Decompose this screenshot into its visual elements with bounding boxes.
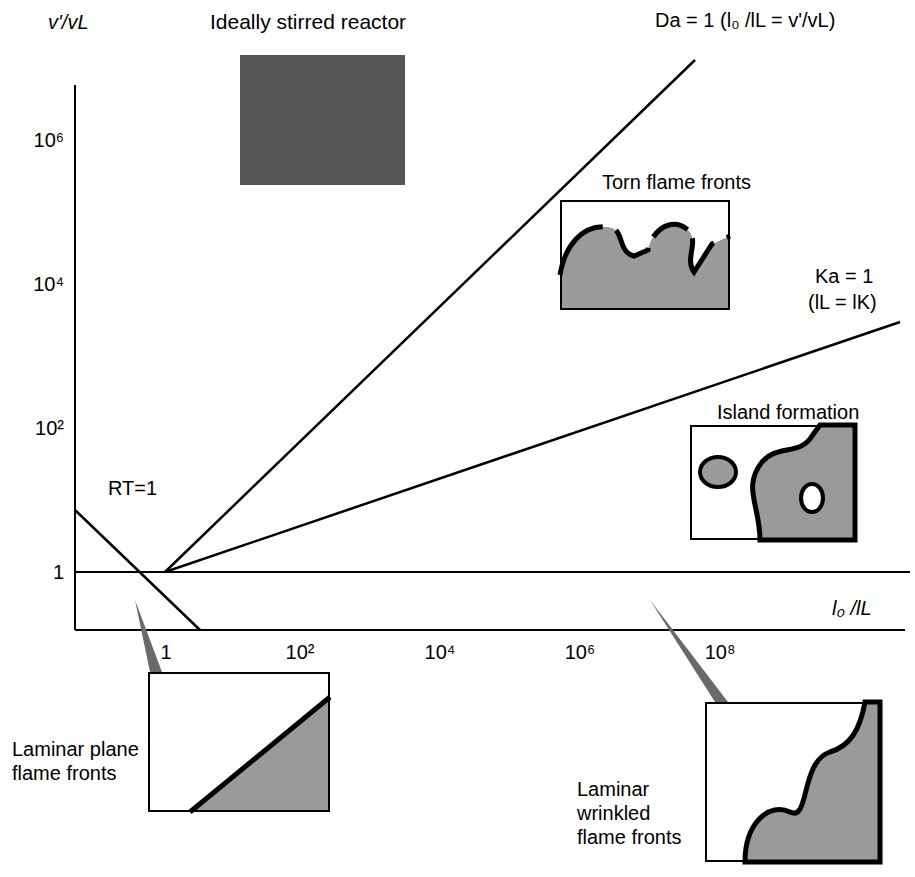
tick-label: 10⁸ [705,640,736,664]
tick-label: 10⁶ [565,640,595,664]
tick-label: 10² [35,416,64,440]
island-box: Island formation [690,425,855,540]
torn-front-box: Torn flame fronts [560,200,730,310]
y-axis [74,85,76,630]
region-label: Island formation [717,400,859,424]
region-label: Ideally stirred reactor [210,10,406,34]
line-label: (lL = lK) [808,290,877,314]
unity-line [75,571,910,573]
region-label: Laminar plane flame fronts [12,737,142,785]
tick-label: 10⁴ [33,272,64,296]
region-label: Laminar wrinkled flame fronts [577,777,702,849]
tick-label: 1 [53,560,64,584]
axis-label: v'/vL [48,10,89,34]
line-label: Ka = 1 [815,264,873,288]
plane-inset [148,672,330,812]
tick-label: 1 [160,640,171,664]
axis-label: l₀ /lL [832,596,872,620]
line-label: Da = 1 (l₀ /lL = v'/vL) [655,8,835,32]
wrinkled-inset [705,702,880,862]
ka-line [165,322,900,572]
stirred-reactor-box: Ideally stirred reactor [240,55,405,185]
plane-front-box: Laminar plane flame fronts [148,672,330,812]
line-label: RT=1 [108,476,157,500]
tick-label: 10² [286,640,315,664]
region-label: Torn flame fronts [602,170,751,194]
pointer-wedge [135,600,162,672]
tick-label: 10⁴ [425,640,456,664]
tick-label: 10⁶ [34,128,64,152]
torn-inset [560,200,730,310]
wrinkled-front-box: Laminar wrinkled flame fronts [705,702,880,862]
island-inset [690,425,855,540]
